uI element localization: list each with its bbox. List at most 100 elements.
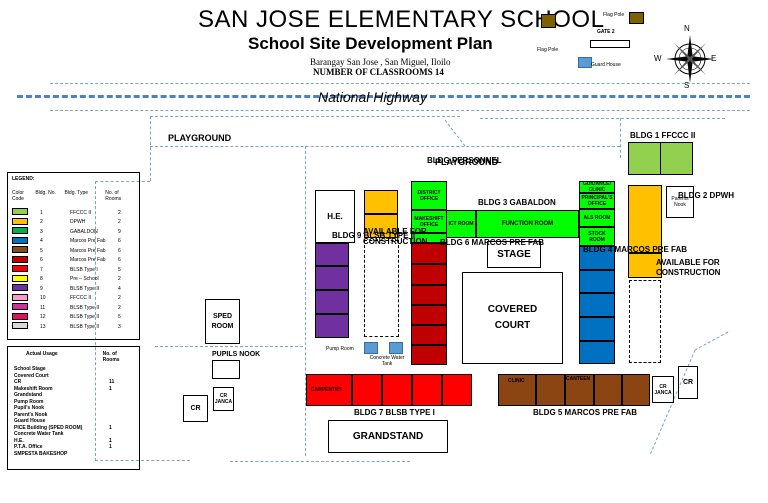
makeshift-office: MAKESHIFT OFFICE: [411, 210, 447, 233]
bldg4-room: [579, 341, 615, 364]
legend-swatch: [12, 293, 28, 301]
guard-house-label: Guard House: [591, 62, 621, 68]
boundary-line: [95, 181, 96, 461]
usage-row: Grandstand: [14, 392, 43, 398]
future-construction-outline: [629, 280, 661, 363]
pupils-nook-label: PUPILS NOOK: [212, 351, 261, 358]
highway-edge-top: [50, 83, 750, 84]
bldg6-room: [411, 305, 447, 325]
classrooms-count: NUMBER OF CLASSROOMS 14: [313, 67, 444, 77]
boundary-line: [155, 346, 303, 347]
legend-swatch: [12, 284, 28, 292]
boundary-line: [150, 116, 151, 181]
bldg2-room-2: [628, 253, 662, 278]
bldg5-room: [565, 374, 594, 406]
bldg5-room: [622, 374, 650, 406]
highway-edge-bottom: [50, 110, 750, 111]
usage-row: PICE Building (SPED ROOM)1: [14, 424, 112, 431]
legend-swatch: [12, 217, 28, 225]
als-room: ALS ROOM: [579, 209, 615, 227]
bldg9-room: [315, 314, 349, 338]
stock-room: STOCK ROOM: [579, 227, 615, 246]
cr-small-2: CR JANCA: [652, 376, 674, 403]
legend-swatch: [12, 265, 28, 273]
usage-row: School Stage: [14, 366, 46, 372]
bldg4-label: BLDG 4 MARCOS PRE FAB: [583, 245, 688, 254]
bldg7-room: [412, 374, 442, 406]
bldg9-label: BLDG 9 BLSB TYPE II: [332, 231, 416, 240]
bldg6-label: BLDG 6 MARCOS PRE FAB: [440, 238, 545, 247]
highway-centerline: [17, 95, 750, 98]
legend-box: LEGEND: Color Code Bldg. No. Bldg. Type …: [7, 172, 140, 340]
bldg-personnel-label: BLDG PERSONNEL: [427, 156, 502, 165]
bldg6-room: [411, 325, 447, 345]
bldg5-label: BLDG 5 MARCOS PRE FAB: [533, 408, 638, 417]
water-tank: [389, 342, 403, 354]
stage: STAGE: [487, 241, 541, 268]
usage-row: SMPESTA BAKESHOP: [14, 450, 68, 457]
playground-label-1: PLAYGROUND: [168, 133, 232, 143]
playground-label-2: PLAYGROUND: [435, 157, 499, 167]
legend-swatch: [12, 303, 28, 311]
cr-1: CR: [183, 395, 208, 422]
bldg4-room: [579, 246, 615, 270]
legend-swatch: [12, 227, 28, 235]
guard-house-marker: [578, 57, 592, 68]
sped-room: SPED ROOM: [205, 299, 240, 344]
bldg7-room: [352, 374, 382, 406]
plan-subtitle: School Site Development Plan: [248, 34, 493, 53]
usage-row: H.E.1: [14, 437, 112, 444]
bldg7-room: [382, 374, 412, 406]
he-room: H.E.: [315, 190, 355, 243]
covered-court: COVERED COURT: [462, 272, 563, 364]
bldg6-room: [411, 285, 447, 305]
flag-pole-label-2: Flag Pole: [537, 47, 559, 53]
guidance-office: GUIDANCE/ CLINIC: [579, 181, 615, 193]
parents-nook: Parents Nook: [666, 186, 694, 218]
boundary-line: [480, 118, 725, 119]
bldg4-room: [579, 317, 615, 341]
address: Barangay San Jose , San Miguel, Iloilo: [310, 57, 451, 67]
bldg6-room: [411, 243, 447, 264]
principal-office: PRINCIPAL'S OFFICE: [579, 193, 615, 209]
legend-swatch: [12, 274, 28, 282]
bldg5-room: [594, 374, 622, 406]
usage-row: Parent's Nook: [14, 411, 48, 418]
district-office: DISTRICT OFFICE: [411, 181, 447, 210]
flag-pole-marker-2: [629, 12, 644, 24]
bldg3-label: BLDG 3 GABALDON: [478, 198, 556, 207]
ict-room: ICT ROOM: [446, 210, 476, 238]
compass-north: N: [684, 24, 690, 33]
available-construction-2: AVAILABLE FOR CONSTRUCTION: [656, 258, 721, 277]
bldg9-room: [315, 243, 349, 266]
bldg7-room: [442, 374, 472, 406]
usage-row: Pupil's Nook: [14, 405, 45, 411]
usage-row: Covered Court: [14, 372, 49, 379]
bldg6-room: [411, 345, 447, 365]
gabaldon-room: [411, 233, 447, 243]
bldg4-room: [579, 293, 615, 317]
bldg1-room: [628, 142, 661, 175]
legend-swatch: [12, 312, 28, 320]
orange-room: [364, 190, 398, 214]
flag-pole-label-1: Flag Pole: [603, 12, 625, 18]
boundary-line: [150, 146, 620, 147]
legend-swatch: [12, 246, 28, 254]
compass-south: S: [684, 81, 690, 90]
legend-swatch: [12, 322, 28, 330]
legend-swatch: [12, 208, 28, 216]
pump-room-label: Pump Room: [326, 346, 354, 352]
compass-rose-icon: [666, 35, 714, 83]
orange-room: [364, 214, 398, 238]
